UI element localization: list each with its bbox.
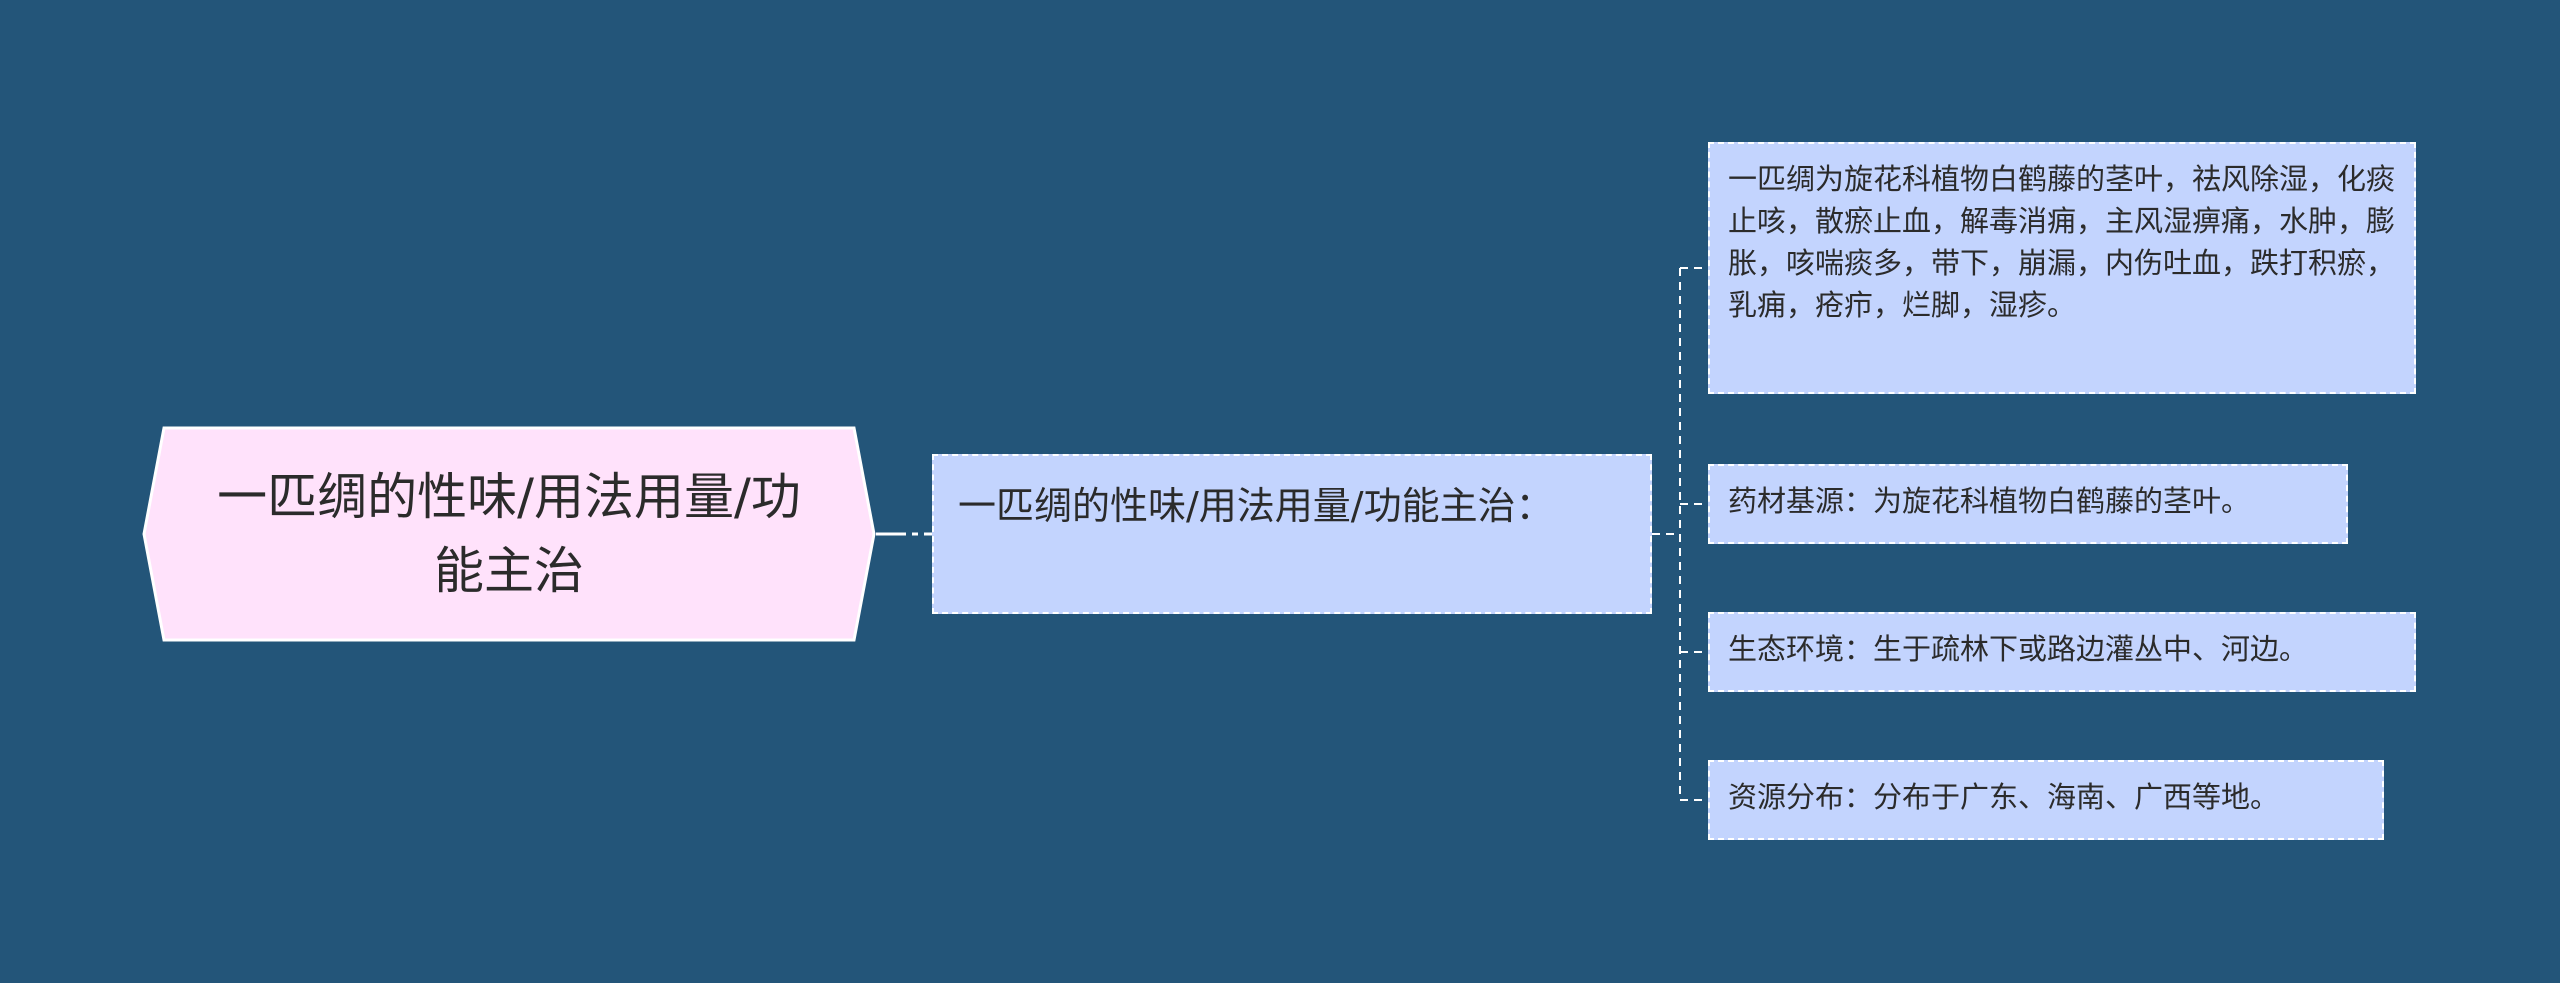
- leaf-node-source[interactable]: 药材基源：为旋花科植物白鹤藤的茎叶。: [1708, 464, 2348, 544]
- root-hexagon-shape: [142, 426, 876, 642]
- leaf-label-distribution: 资源分布：分布于广东、海南、广西等地。: [1728, 780, 2280, 814]
- leaf-label-description: 一匹绸为旋花科植物白鹤藤的茎叶，祛风除湿，化痰止咳，散瘀止血，解毒消痈，主风湿痹…: [1728, 162, 2396, 322]
- leaf-node-description[interactable]: 一匹绸为旋花科植物白鹤藤的茎叶，祛风除湿，化痰止咳，散瘀止血，解毒消痈，主风湿痹…: [1708, 142, 2416, 394]
- middle-topic-label: 一匹绸的性味/用法用量/功能主治：: [958, 484, 1554, 528]
- leaf-label-source: 药材基源：为旋花科植物白鹤藤的茎叶。: [1728, 484, 2251, 518]
- root-topic-label: 一匹绸的性味/用法用量/功能主治: [217, 468, 801, 600]
- root-topic-node[interactable]: 一匹绸的性味/用法用量/功能主治: [142, 426, 876, 642]
- middle-topic-node[interactable]: 一匹绸的性味/用法用量/功能主治：: [932, 454, 1652, 614]
- leaf-node-habitat[interactable]: 生态环境：生于疏林下或路边灌丛中、河边。: [1708, 612, 2416, 692]
- leaf-node-distribution[interactable]: 资源分布：分布于广东、海南、广西等地。: [1708, 760, 2384, 840]
- leaf-label-habitat: 生态环境：生于疏林下或路边灌丛中、河边。: [1728, 632, 2309, 666]
